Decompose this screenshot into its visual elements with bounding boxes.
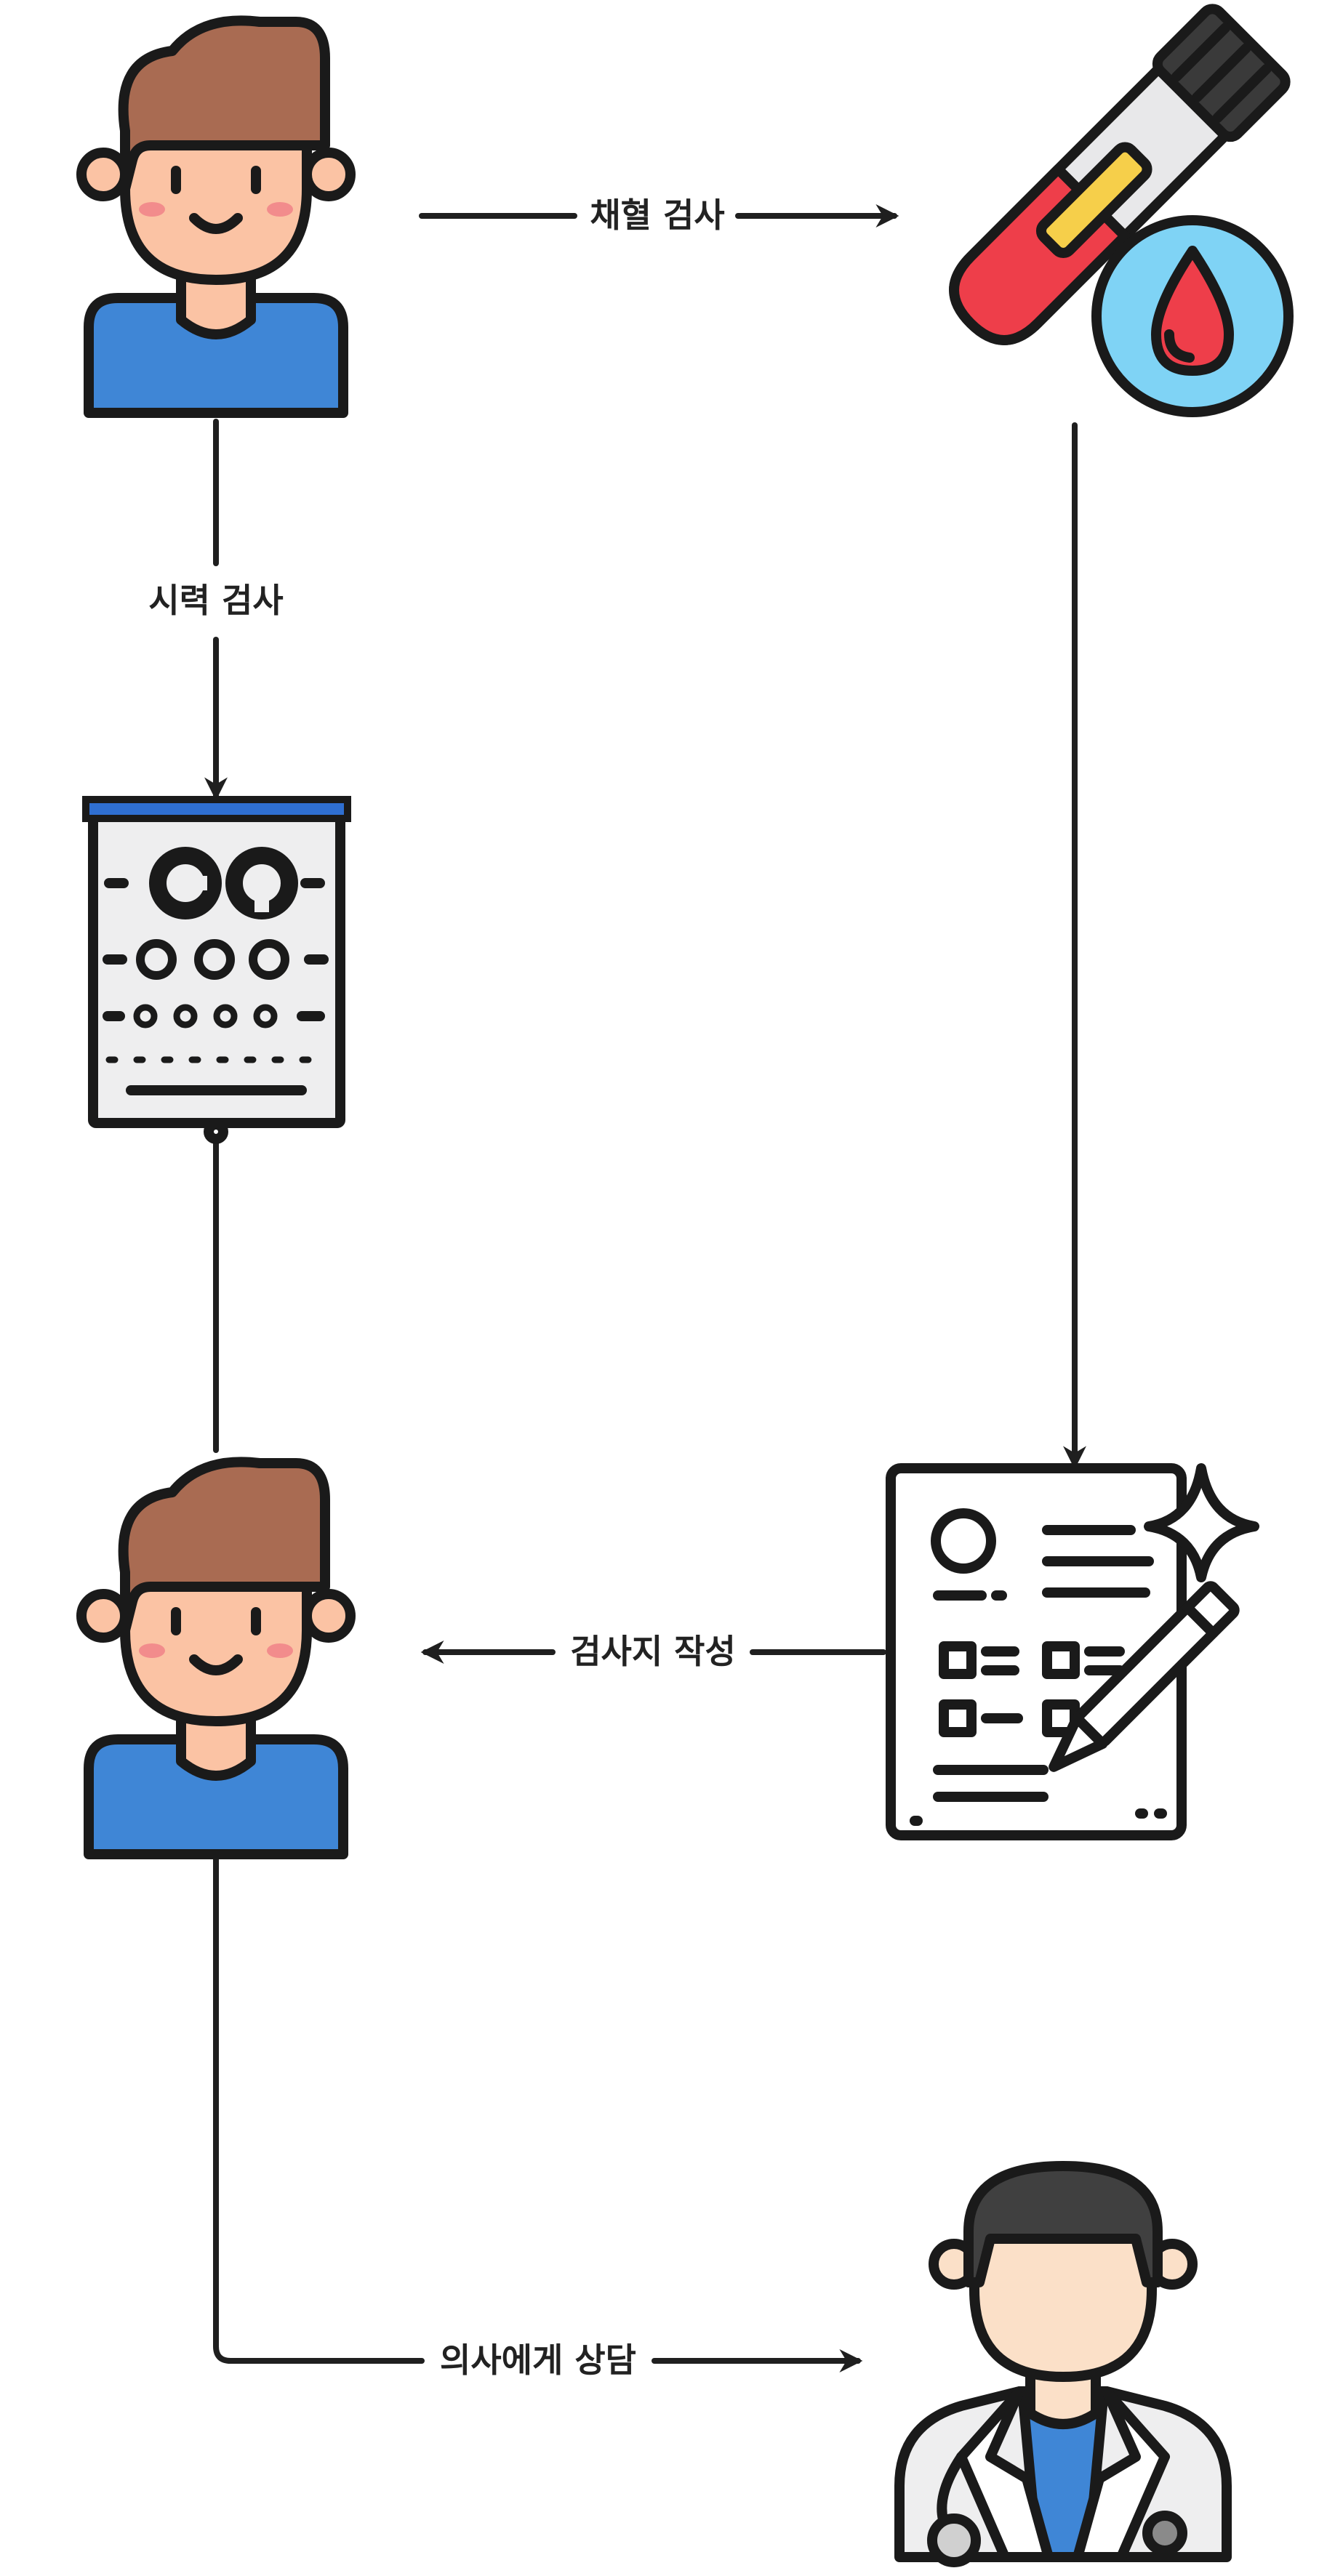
test-tube-blood-icon [949, 4, 1294, 417]
edge-consult-doctor: 의사에게 상담 [213, 1854, 863, 2380]
edge-label-blood-test: 채혈 검사 [590, 196, 724, 235]
edge-blood-test: 채혈 검사 [419, 196, 899, 235]
edge-vision-test: 시력 검사 [148, 419, 284, 801]
patient-icon [76, 15, 356, 418]
medical-form-icon [886, 1463, 1259, 1840]
edge-label-consult-doctor: 의사에게 상담 [440, 2340, 636, 2380]
edge-label-write-form: 검사지 작성 [570, 1632, 736, 1671]
doctor-icon [894, 2161, 1232, 2567]
patient-icon [76, 1457, 356, 1859]
edge-write-form: 검사지 작성 [420, 1632, 886, 1671]
eye-chart-icon [82, 796, 351, 1144]
edge-label-vision-test: 시력 검사 [148, 581, 283, 620]
